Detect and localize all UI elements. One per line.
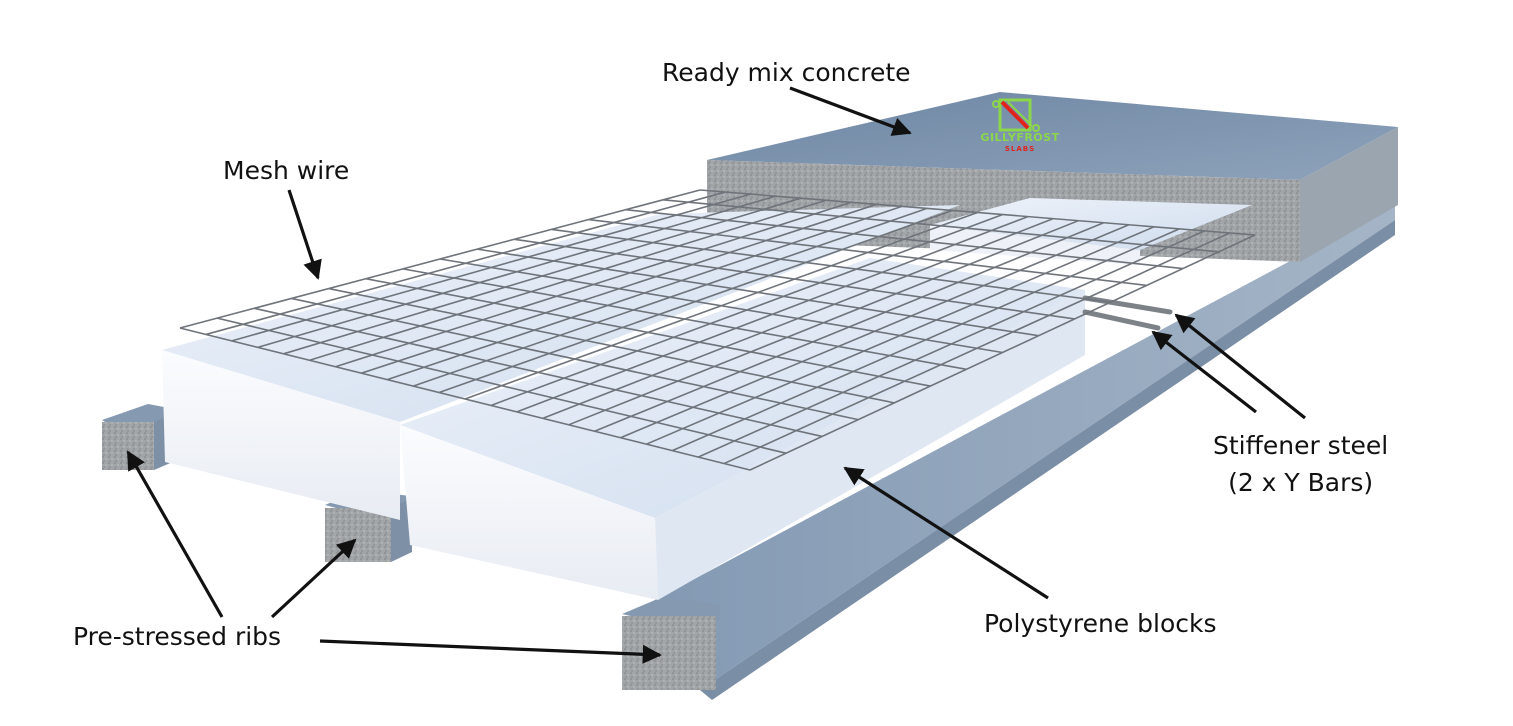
mesh-wire-line: [671, 228, 1180, 452]
label-pre-stressed-ribs: Pre-stressed ribs: [73, 622, 282, 651]
polystyrene-block-left: [162, 205, 960, 520]
mesh-wire-line: [697, 230, 1205, 458]
concrete-deck: [640, 205, 1395, 700]
gillyfrost-logo: GILLYFROST SLABS: [965, 95, 1075, 153]
annotation-arrows: [126, 86, 1306, 664]
mesh-wire-line: [749, 234, 1256, 471]
arrow-rib-middle: [270, 538, 357, 619]
mesh-wire-line: [257, 195, 776, 349]
mesh-wire-line: [516, 215, 1029, 413]
stiffener-steel-bars: [1082, 295, 1173, 331]
label-stiffener-steel-line1: Stiffener steel: [1213, 431, 1389, 460]
mesh-wire-line: [387, 205, 903, 381]
mesh-wire-line: [438, 209, 953, 394]
arrow-stiffener-2: [1151, 330, 1257, 414]
arrow-rib-left: [126, 450, 224, 618]
mesh-wire-line: [179, 189, 701, 329]
mesh-wire-line: [205, 191, 726, 336]
mesh-wire-line: [231, 193, 751, 342]
mesh-wire-line: [412, 207, 928, 387]
rib-front: [622, 598, 720, 690]
mesh-wire-line: [620, 224, 1130, 439]
label-mesh-wire: Mesh wire: [223, 156, 350, 185]
mesh-wire: [179, 189, 1256, 471]
mesh-wire-line: [335, 201, 852, 368]
label-stiffener-steel: Stiffener steel (2 x Y Bars): [1213, 430, 1388, 499]
gillyfrost-logo-mark: [992, 98, 1040, 132]
mesh-wire-line: [646, 226, 1155, 445]
polystyrene-block-front: [400, 258, 1085, 600]
label-ready-mix-concrete: Ready mix concrete: [662, 58, 911, 87]
mesh-wire-line: [283, 197, 802, 355]
arrow-concrete: [789, 86, 912, 136]
arrow-rib-front: [319, 639, 662, 664]
arrow-mesh: [287, 189, 322, 280]
mesh-wire-line: [723, 232, 1231, 465]
arrow-polystyrene: [843, 466, 1049, 600]
mesh-wire-line: [361, 203, 877, 374]
mesh-wire-line: [542, 217, 1054, 420]
label-polystyrene-blocks: Polystyrene blocks: [984, 609, 1217, 638]
mesh-wire-line: [464, 211, 978, 400]
arrow-stiffener-1: [1174, 313, 1306, 420]
mesh-wire-line: [594, 221, 1104, 433]
logo-subtitle: SLABS: [1004, 145, 1036, 153]
label-stiffener-steel-line2: (2 x Y Bars): [1228, 468, 1374, 498]
mesh-wire-line: [490, 213, 1004, 407]
logo-name: GILLYFROST: [980, 131, 1060, 144]
mesh-wire-line: [309, 199, 827, 362]
mesh-wire-line: [568, 219, 1079, 426]
